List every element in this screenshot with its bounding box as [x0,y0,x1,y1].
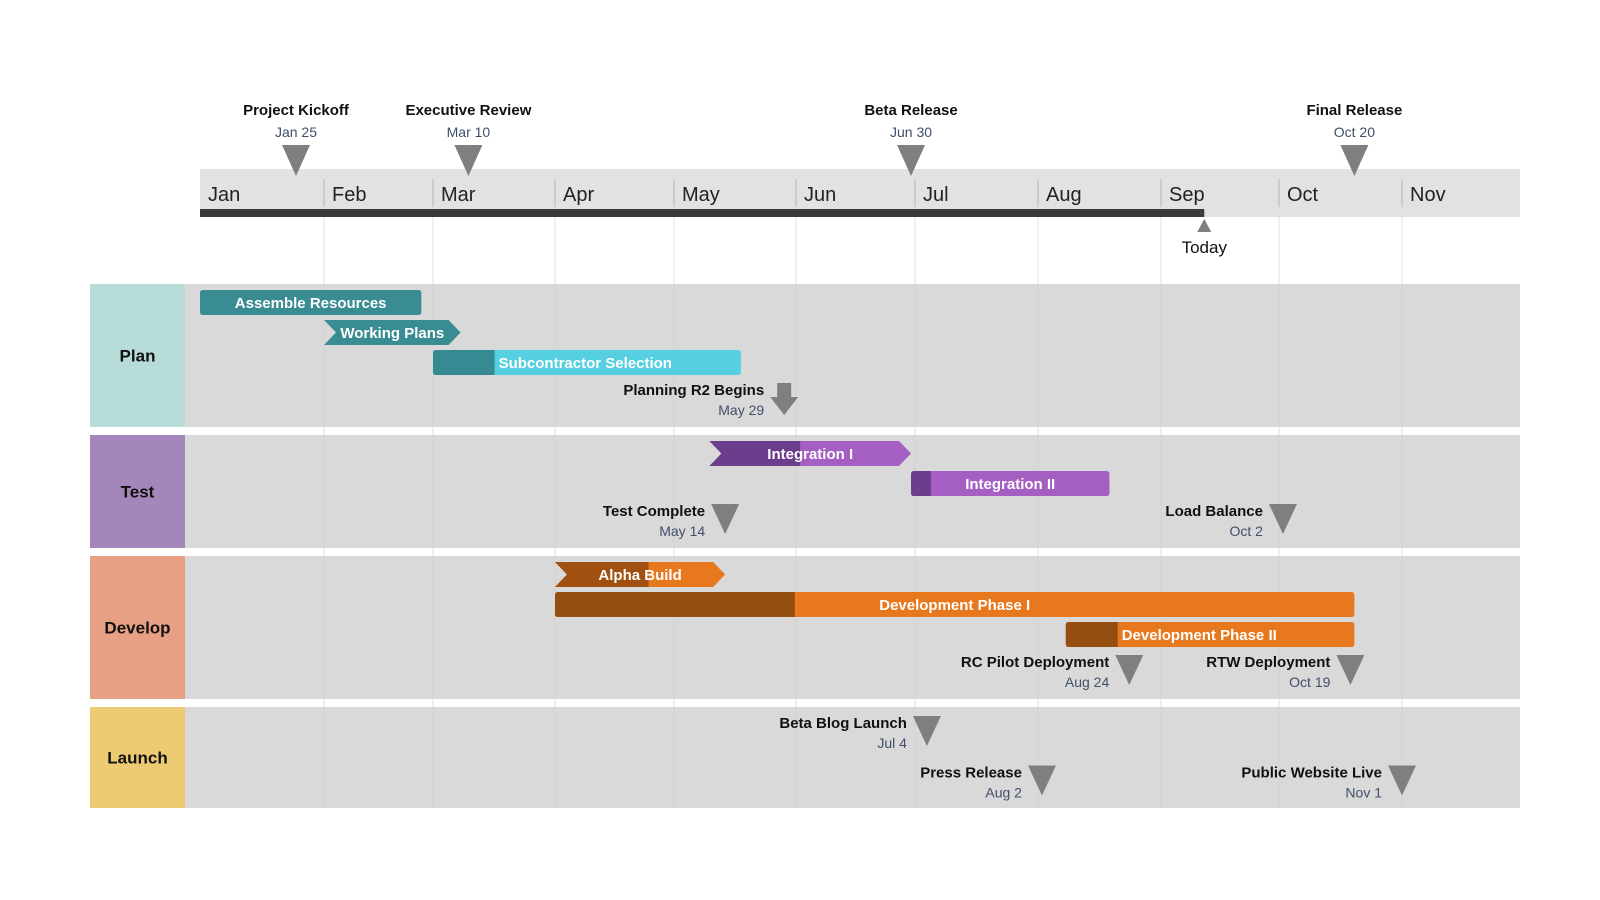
milestone-triangle-icon[interactable] [1340,145,1369,176]
milestone-date: Aug 24 [1065,674,1110,690]
milestone-date: Jul 4 [877,735,907,751]
milestone-title: Executive Review [405,102,531,119]
milestone-date: Oct 20 [1334,124,1375,140]
swimlane-label-text: Launch [107,749,167,768]
elapsed-progress-line [200,209,1205,217]
swimlane-label-develop [90,556,185,699]
month-label-sep: Sep [1169,184,1205,206]
task-progress-fill [555,562,649,587]
month-label-mar: Mar [441,184,476,206]
milestone-triangle-icon[interactable] [282,145,310,176]
month-label-jun: Jun [804,184,836,206]
task-progress-fill [1065,622,1118,647]
milestone-title: Test Complete [603,503,705,520]
task-progress-fill [555,592,795,617]
milestone-triangle-icon[interactable] [1027,765,1056,796]
month-label-apr: Apr [563,184,594,206]
milestone-title: Final Release [1306,102,1402,119]
month-label-feb: Feb [332,184,366,206]
task-bar-subcontractor-selection[interactable] [433,350,741,375]
today-marker-icon [1197,219,1212,232]
milestone-date: Aug 2 [985,785,1022,801]
task-label: Development Phase I [879,597,1030,614]
milestone-title: Beta Blog Launch [779,715,907,732]
milestone-date: May 14 [659,523,705,539]
milestone-triangle-icon[interactable] [1115,655,1144,685]
milestone-date: Oct 19 [1289,674,1330,690]
task-progress-fill [709,441,801,466]
milestone-date: Nov 1 [1345,785,1382,801]
milestone-triangle-icon[interactable] [912,716,941,746]
task-progress-fill [433,350,495,375]
milestone-title: Load Balance [1165,503,1263,520]
milestone-triangle-icon[interactable] [1336,655,1365,685]
milestone-triangle-icon[interactable] [711,504,740,534]
milestone-triangle-icon[interactable] [897,145,926,176]
month-label-nov: Nov [1410,184,1446,206]
swimlane-label-test [90,435,185,548]
today-label: Today [1182,238,1228,257]
task-label: Subcontractor Selection [499,355,672,372]
milestone-date: Jan 25 [275,124,317,140]
swimlane-label-text: Test [121,483,155,502]
month-label-jul: Jul [923,184,949,206]
milestone-triangle-icon[interactable] [1268,504,1297,534]
swimlane-launch [185,707,1520,808]
task-bar-integration-ii[interactable] [911,471,1110,496]
month-label-aug: Aug [1046,184,1082,206]
milestone-title: Public Website Live [1241,765,1382,782]
swimlane-label-text: Plan [120,347,156,366]
swimlane-label-launch [90,707,185,808]
milestone-title: Beta Release [864,102,957,119]
milestone-triangle-icon[interactable] [454,145,483,176]
milestone-title: RC Pilot Deployment [961,654,1109,671]
milestone-title: Project Kickoff [243,102,350,119]
month-label-may: May [682,184,720,206]
month-label-oct: Oct [1287,184,1319,206]
milestone-date: Mar 10 [447,124,491,140]
task-label: Integration II [965,476,1055,493]
milestone-date: May 29 [718,402,764,418]
swimlane-label-plan [90,284,185,427]
milestone-title: RTW Deployment [1206,654,1330,671]
milestone-date: Jun 30 [890,124,932,140]
swimlane-label-text: Develop [104,619,170,638]
task-label: Working Plans [340,325,444,342]
month-label-jan: Jan [208,184,240,206]
milestone-title: Press Release [920,765,1022,782]
milestone-arrow-icon[interactable] [770,383,799,415]
task-bar-development-phase-ii[interactable] [1065,622,1355,647]
task-label: Assemble Resources [235,295,387,312]
task-label: Development Phase II [1122,627,1277,644]
milestone-triangle-icon[interactable] [1388,765,1416,796]
task-label: Integration I [767,446,853,463]
task-label: Alpha Build [598,567,681,584]
task-progress-fill [911,471,931,496]
task-bar-assemble-resources[interactable] [200,290,422,315]
milestone-title: Planning R2 Begins [623,382,764,399]
milestone-date: Oct 2 [1229,523,1263,539]
task-bar-working-plans[interactable] [324,320,461,345]
